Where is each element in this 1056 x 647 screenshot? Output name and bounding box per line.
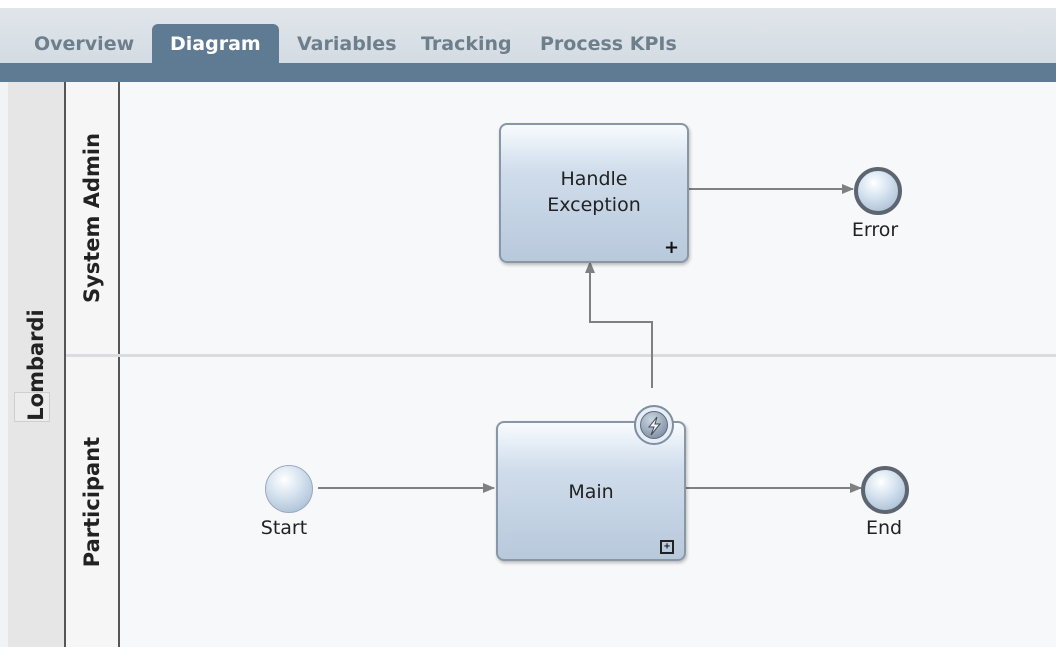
tab-overview[interactable]: Overview bbox=[34, 33, 135, 55]
subprocess-plus-icon[interactable]: + bbox=[664, 237, 680, 258]
error-end-event[interactable] bbox=[854, 167, 902, 215]
flow-attached-to-handle-exception[interactable] bbox=[585, 261, 653, 388]
tab-tracking[interactable]: Tracking bbox=[421, 33, 512, 55]
start-event[interactable] bbox=[265, 465, 313, 513]
tab-bar-strip bbox=[0, 63, 1056, 82]
error-end-event-label: Error bbox=[851, 219, 899, 241]
tab-variables[interactable]: Variables bbox=[297, 33, 397, 55]
lane-header-system-admin[interactable]: System Admin bbox=[66, 82, 120, 354]
subprocess-marker-icon[interactable]: + bbox=[660, 540, 674, 554]
pool-collapse-icon[interactable] bbox=[14, 392, 50, 422]
task-main-label: Main bbox=[568, 481, 614, 503]
lane-header-participant[interactable]: Participant bbox=[66, 357, 120, 647]
tab-diagram[interactable]: Diagram bbox=[152, 24, 279, 67]
task-handle-exception-label-line1: Handle bbox=[560, 168, 628, 190]
attached-exception-event[interactable] bbox=[634, 405, 674, 445]
start-event-label: Start bbox=[260, 517, 308, 539]
tab-bar: Overview Diagram Variables Tracking Proc… bbox=[0, 0, 1056, 82]
task-handle-exception-label-line2: Exception bbox=[547, 194, 641, 216]
end-event[interactable] bbox=[861, 466, 909, 514]
task-handle-exception[interactable]: Handle Exception + bbox=[499, 123, 689, 263]
tab-process-kpis[interactable]: Process KPIs bbox=[540, 33, 677, 55]
end-event-label: End bbox=[865, 517, 903, 539]
lane-divider bbox=[66, 354, 1056, 357]
lightning-icon bbox=[640, 411, 668, 439]
pool-header[interactable]: Lombardi bbox=[8, 82, 66, 647]
tab-bar-top-edge bbox=[0, 0, 1056, 8]
